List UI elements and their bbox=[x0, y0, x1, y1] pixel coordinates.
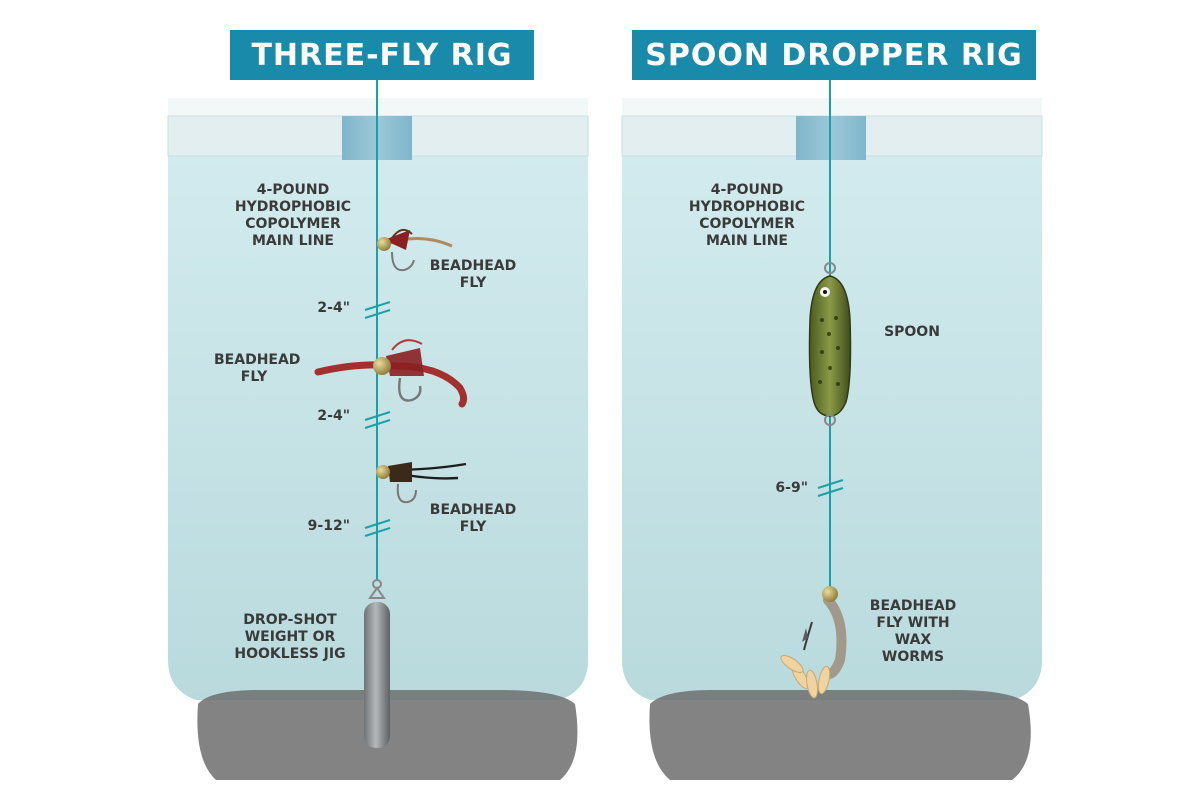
label-fly-1: BEADHEAD FLY bbox=[429, 258, 517, 291]
right-break-marks bbox=[817, 479, 844, 497]
label-gap-3: 9-12" bbox=[307, 518, 350, 534]
spoon-dropper-panel-art bbox=[621, 80, 1043, 780]
title-spoon-dropper-rig: SPOON DROPPER RIG bbox=[632, 30, 1036, 80]
label-gap-1: 2-4" bbox=[317, 300, 350, 316]
fly-3 bbox=[376, 462, 467, 504]
right-snow bbox=[622, 98, 1042, 118]
spoon-lure bbox=[808, 262, 852, 426]
label-gap-2: 2-4" bbox=[317, 408, 350, 424]
fly-2 bbox=[314, 339, 468, 408]
right-bottom bbox=[649, 690, 1031, 780]
left-break-marks bbox=[364, 301, 391, 537]
title-three-fly-rig: THREE-FLY RIG bbox=[230, 30, 534, 80]
fly-1 bbox=[377, 228, 453, 272]
three-fly-panel-art bbox=[167, 80, 589, 780]
label-weight: DROP-SHOT WEIGHT OR HOOKLESS JIG bbox=[234, 612, 346, 662]
drop-shot-weight bbox=[364, 579, 390, 748]
label-main-line-right: 4-POUND HYDROPHOBIC COPOLYMER MAIN LINE bbox=[688, 182, 806, 249]
label-spoon: SPOON bbox=[884, 324, 940, 340]
label-fly-2: BEADHEAD FLY bbox=[214, 352, 301, 385]
wax-worm-fly bbox=[780, 586, 847, 699]
label-wax-worm-fly: BEADHEAD FLY WITH WAX WORMS bbox=[869, 598, 957, 665]
label-fly-3: BEADHEAD FLY bbox=[429, 502, 517, 535]
label-main-line-left: 4-POUND HYDROPHOBIC COPOLYMER MAIN LINE bbox=[234, 182, 352, 249]
label-gap-right: 6-9" bbox=[775, 480, 808, 496]
